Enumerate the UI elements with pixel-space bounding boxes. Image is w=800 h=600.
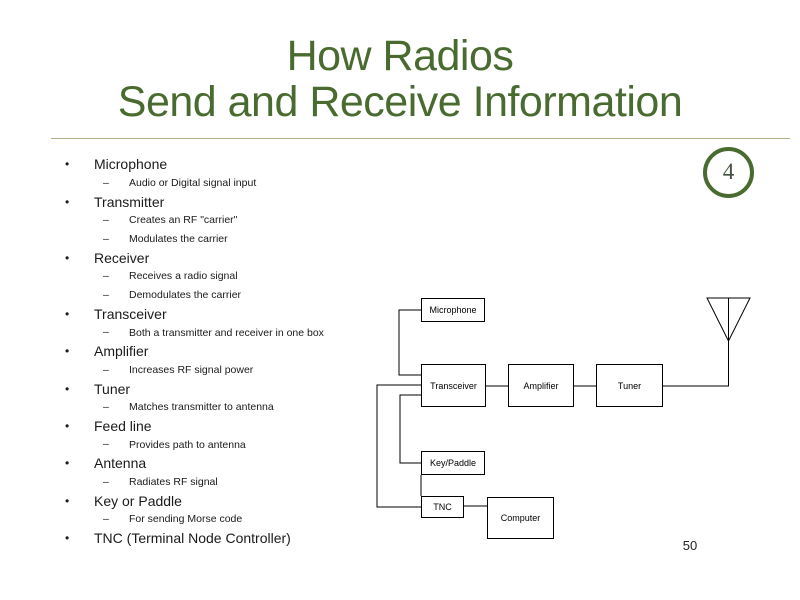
bullet-label: Antenna: [94, 455, 147, 472]
dash-icon: –: [103, 270, 109, 283]
sub-bullet-label: Audio or Digital signal input: [129, 177, 257, 190]
page-number: 50: [682, 538, 698, 553]
bullet-item: • Receiver: [0, 248, 420, 267]
sub-bullet-label: Creates an RF "carrier": [129, 214, 238, 227]
badge-number: 4: [722, 158, 735, 184]
bullet-label: Transceiver: [94, 305, 167, 322]
diagram-box-key-paddle: Key/Paddle: [421, 451, 485, 475]
slide-title-line2: Send and Receive Information: [117, 78, 683, 126]
sub-bullet-label: Receives a radio signal: [129, 270, 238, 283]
bullet-item: • Tuner: [0, 379, 420, 398]
sub-bullet-item: – Increases RF signal power: [0, 361, 420, 380]
bullet-label: Tuner: [94, 380, 131, 397]
sub-bullet-item: – For sending Morse code: [0, 510, 420, 529]
antenna-triangle: [706, 297, 751, 343]
bullet-icon: •: [65, 157, 70, 172]
sub-bullet-item: – Both a transmitter and receiver in one …: [0, 323, 420, 342]
bullet-icon: •: [65, 344, 70, 359]
sub-bullet-label: Matches transmitter to antenna: [129, 401, 274, 414]
sub-bullet-label: Increases RF signal power: [129, 363, 254, 376]
sub-bullet-item: – Matches transmitter to antenna: [0, 398, 420, 417]
sub-bullet-label: Demodulates the carrier: [129, 289, 242, 302]
bullet-icon: •: [65, 493, 70, 508]
sub-bullet-item: – Modulates the carrier: [0, 230, 420, 249]
bullet-item: • Amplifier: [0, 342, 420, 361]
bullet-label: Feed line: [94, 417, 152, 434]
bullet-item: • Transmitter: [0, 192, 420, 211]
bullet-icon: •: [65, 418, 70, 433]
sub-bullet-label: Radiates RF signal: [129, 476, 218, 489]
bullet-item: • Transceiver: [0, 305, 420, 324]
slide-number-badge: 4: [703, 147, 754, 198]
sub-bullet-label: Modulates the carrier: [129, 233, 228, 246]
bullet-label: Transmitter: [94, 193, 165, 210]
sub-bullet-item: – Creates an RF "carrier": [0, 211, 420, 230]
dash-icon: –: [103, 288, 109, 301]
antenna-icon: [706, 297, 751, 343]
bullet-icon: •: [65, 250, 70, 265]
diagram-box-microphone: Microphone: [421, 298, 485, 322]
sub-bullet-item: – Radiates RF signal: [0, 473, 420, 492]
dash-icon: –: [103, 232, 109, 245]
bullet-icon: •: [65, 531, 70, 546]
dash-icon: –: [103, 176, 109, 189]
sub-bullet-item: – Provides path to antenna: [0, 435, 420, 454]
bullet-label: Amplifier: [94, 343, 149, 360]
sub-bullet-label: For sending Morse code: [129, 513, 243, 526]
diagram-box-amplifier: Amplifier: [508, 364, 574, 407]
sub-bullet-item: – Demodulates the carrier: [0, 286, 420, 305]
dash-icon: –: [103, 475, 109, 488]
bullet-item: • Key or Paddle: [0, 491, 420, 510]
dash-icon: –: [103, 363, 109, 376]
dash-icon: –: [103, 438, 109, 451]
sub-bullet-label: Both a transmitter and receiver in one b…: [129, 326, 324, 339]
dash-icon: –: [103, 326, 109, 339]
dash-icon: –: [103, 513, 109, 526]
sub-bullet-item: – Receives a radio signal: [0, 267, 420, 286]
diagram-box-tnc: TNC: [421, 496, 464, 518]
bullet-label: TNC (Terminal Node Controller): [94, 530, 291, 547]
diagram-box-computer: Computer: [487, 497, 554, 539]
bullet-list: • Microphone – Audio or Digital signal inpu…: [0, 155, 420, 547]
slide-title: How Radios Send and Receive Information: [0, 33, 800, 125]
connector-tuner-antenna: [663, 341, 729, 387]
bullet-item: • TNC (Terminal Node Controller): [0, 529, 420, 548]
bullet-icon: •: [65, 381, 70, 396]
bullet-item: • Microphone: [0, 155, 420, 174]
dash-icon: –: [103, 401, 109, 414]
bullet-icon: •: [65, 194, 70, 209]
title-divider: [51, 138, 790, 139]
bullet-item: • Antenna: [0, 454, 420, 473]
bullet-icon: •: [65, 456, 70, 471]
sub-bullet-item: – Audio or Digital signal input: [0, 174, 420, 193]
diagram-box-transceiver: Transceiver: [421, 364, 486, 407]
sub-bullet-label: Provides path to antenna: [129, 438, 246, 451]
dash-icon: –: [103, 214, 109, 227]
bullet-label: Key or Paddle: [94, 492, 182, 509]
diagram-box-tuner: Tuner: [596, 364, 663, 407]
bullet-label: Microphone: [94, 156, 168, 173]
bullet-label: Receiver: [94, 249, 150, 266]
bullet-item: • Feed line: [0, 417, 420, 436]
slide-title-line1: How Radios: [286, 32, 514, 80]
bullet-icon: •: [65, 306, 70, 321]
